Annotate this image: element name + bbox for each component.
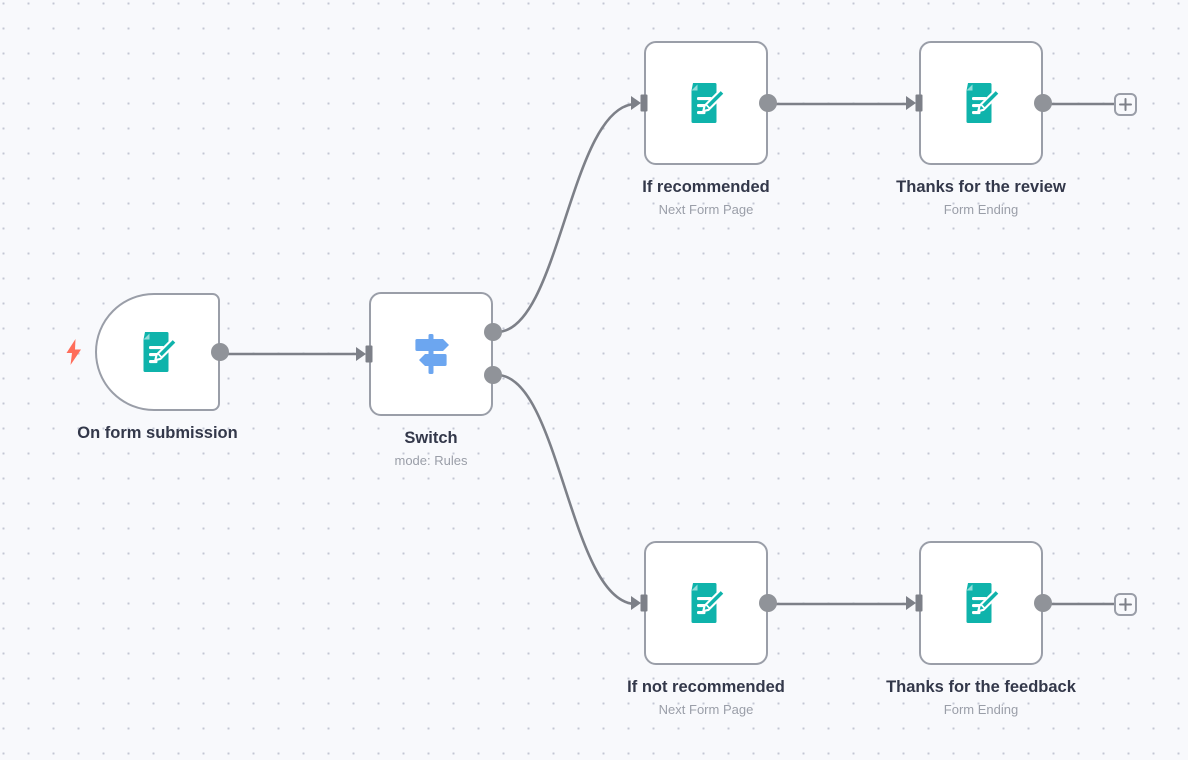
node-subtitle: mode: Rules bbox=[394, 453, 468, 468]
node-switch[interactable] bbox=[369, 292, 493, 416]
form-document-pencil-icon bbox=[955, 77, 1007, 129]
node-title: Thanks for the feedback bbox=[886, 678, 1076, 696]
lightning-bolt-icon bbox=[65, 339, 83, 365]
node-subtitle: Next Form Page bbox=[658, 702, 754, 717]
add-node-after-thanks-for-the-review[interactable] bbox=[1114, 93, 1137, 116]
node-if-recommended[interactable] bbox=[644, 41, 768, 165]
node-title: If not recommended bbox=[627, 678, 785, 696]
plus-icon bbox=[1119, 598, 1132, 611]
form-document-pencil-icon bbox=[680, 577, 732, 629]
node-thanks-for-the-review[interactable] bbox=[919, 41, 1043, 165]
node-thanks-for-the-feedback[interactable] bbox=[919, 541, 1043, 665]
node-title: On form submission bbox=[77, 424, 238, 442]
output-connector-switch-0[interactable] bbox=[484, 323, 502, 341]
add-node-after-thanks-for-the-feedback[interactable] bbox=[1114, 593, 1137, 616]
form-document-pencil-icon bbox=[680, 77, 732, 129]
plus-icon bbox=[1119, 98, 1132, 111]
output-connector-thanks-for-the-feedback[interactable] bbox=[1034, 594, 1052, 612]
input-connector-thanks-for-the-feedback[interactable] bbox=[905, 592, 927, 614]
output-connector-on-form-submission[interactable] bbox=[211, 343, 229, 361]
signpost-icon bbox=[405, 328, 457, 380]
output-connector-if-not-recommended[interactable] bbox=[759, 594, 777, 612]
form-document-pencil-icon bbox=[955, 577, 1007, 629]
output-connector-switch-1[interactable] bbox=[484, 366, 502, 384]
node-on-form-submission[interactable] bbox=[95, 293, 220, 411]
form-document-pencil-icon bbox=[132, 326, 184, 378]
node-title: Switch bbox=[404, 429, 458, 447]
node-label-switch: Switch mode: Rules bbox=[271, 428, 591, 470]
output-connector-thanks-for-the-review[interactable] bbox=[1034, 94, 1052, 112]
node-subtitle: Form Ending bbox=[943, 202, 1019, 217]
node-label-on-form-submission: On form submission bbox=[0, 423, 318, 443]
node-subtitle: Form Ending bbox=[943, 702, 1019, 717]
output-connector-if-recommended[interactable] bbox=[759, 94, 777, 112]
connector-switch-to-if-not-recommended bbox=[496, 373, 637, 606]
node-if-not-recommended[interactable] bbox=[644, 541, 768, 665]
input-connector-thanks-for-the-review[interactable] bbox=[905, 92, 927, 114]
input-connector-if-not-recommended[interactable] bbox=[630, 592, 652, 614]
node-title: Thanks for the review bbox=[896, 178, 1066, 196]
input-connector-switch[interactable] bbox=[355, 343, 377, 365]
input-connector-if-recommended[interactable] bbox=[630, 92, 652, 114]
node-subtitle: Next Form Page bbox=[658, 202, 754, 217]
node-title: If recommended bbox=[642, 178, 770, 196]
